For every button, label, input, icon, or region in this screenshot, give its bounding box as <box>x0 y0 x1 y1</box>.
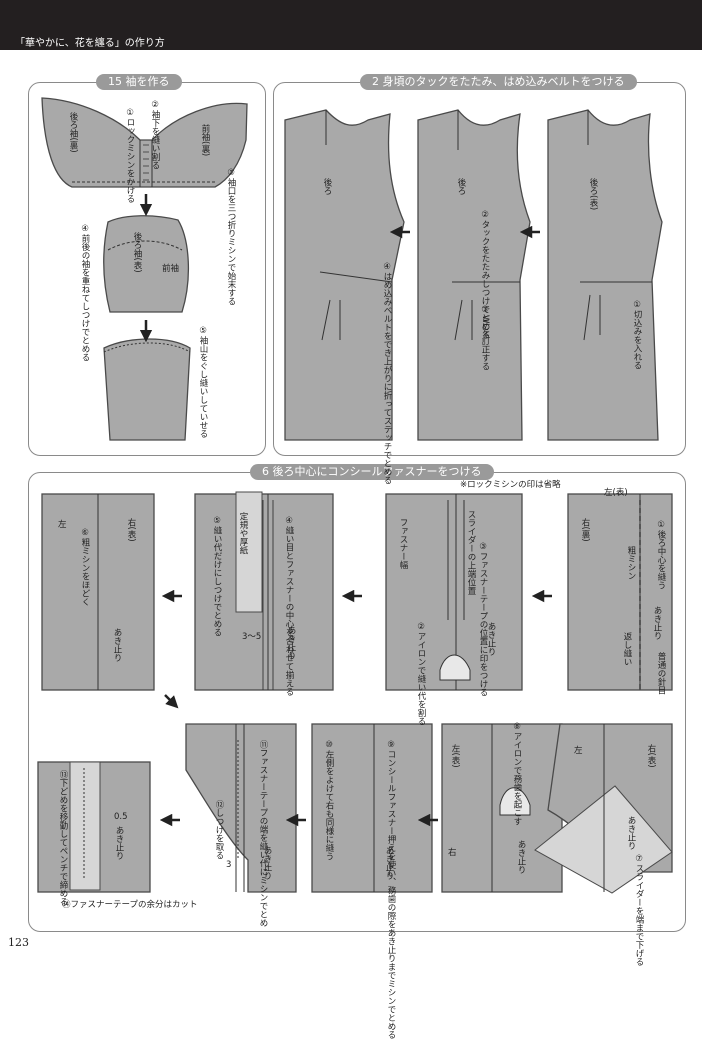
left-face-label: 左(表) <box>450 744 460 768</box>
front-sleeve-wrong-label: 前袖(裏) <box>200 124 210 157</box>
zipper-note: ※ロックミシンの印は省略 <box>460 480 561 490</box>
step-sleeve-5: ⑤袖山をぐし縫いしていせる <box>198 326 208 438</box>
opening-end-label-1: あき止り <box>652 606 662 640</box>
step-zipper-5: ⑤縫い代だけにしつけでとめる <box>212 516 222 637</box>
left-label-1: 左 <box>58 520 67 530</box>
opening-end-label-8: あき止り <box>262 846 272 880</box>
step-zipper-11: ⑪ファスナーテープの端を縫い代にミシンでとめ <box>258 740 268 927</box>
opening-end-label-7: あき止り <box>384 846 394 880</box>
opening-end-label-5: あき止り <box>626 816 636 850</box>
header-title: 「華やかに、花を纏る」の作り方 <box>15 38 165 49</box>
step-zipper-2: ②アイロンで縫い代を割る <box>416 622 426 726</box>
step-zipper-9: ⑨コンシールファスナー押えを使い、務歯の際をあき止りまでミシンでとめる <box>386 740 396 1039</box>
bodice-back-a-label: 後ろ <box>322 178 332 195</box>
opening-end-label-9: あき止り <box>114 826 124 860</box>
back-stitch-label: 返し縫い <box>622 632 632 666</box>
opening-end-label-2: あき止り <box>486 622 496 656</box>
back-sleeve-wrong-label: 後ろ袖(裏) <box>68 112 78 153</box>
slider-top-label: スライダーの上端位置 <box>466 510 476 595</box>
step-sleeve-2: ②袖下を縫い割る <box>150 100 160 170</box>
zipper-width-label: ファスナー幅 <box>398 518 408 569</box>
opening-end-label-6: あき止り <box>516 840 526 874</box>
right-wrong-label: 右(裏) <box>580 518 590 542</box>
step-tuck-1: ①切込みを入れる <box>632 300 642 370</box>
panel-tuck-title: 2 身頃のタックをたたみ、はめ込みベルトをつける <box>360 74 637 90</box>
right-label: 右 <box>448 848 457 858</box>
step-tuck-2: ②タックをたたみしつけでとめる <box>480 210 490 339</box>
step-zipper-12: ⑫しつけを取る <box>214 800 224 860</box>
page-number: 123 <box>8 936 29 949</box>
step-zipper-4: ④縫い目とファスナーの中心を合わせて揃える <box>284 516 294 696</box>
step-tuck-4: ④はめ込みベルトをでき上がりに折ってステッチでとめる <box>382 262 392 485</box>
bodice-back-b-label: 後ろ <box>456 178 466 195</box>
diagram-artwork <box>37 97 673 894</box>
step-sleeve-4: ④前後の袖を重ねてしつけでとめる <box>80 224 90 362</box>
step-zipper-14: ⑭ファスナーテープの余分はカット <box>62 900 198 910</box>
left-label-2: 左 <box>574 746 583 756</box>
step-zipper-7: ⑦スライダーを端まで下げる <box>634 854 644 966</box>
back-sleeve-right-label: 後ろ袖(表) <box>132 232 142 273</box>
step-zipper-13: ⑬下どめを移動してペンチで締める <box>58 770 68 906</box>
panel-zipper-title: 6 後ろ中心にコンシールファスナーをつける <box>250 464 494 480</box>
measure-3-5: 3～5 <box>242 632 262 642</box>
step-sleeve-3: ③袖口を三つ折りミシンで始末する <box>226 168 236 306</box>
measure-05: 0.5 <box>114 812 128 822</box>
step-zipper-1: ①後ろ中心を縫う <box>656 520 666 590</box>
front-sleeve-label: 前袖 <box>162 264 180 274</box>
coarse-stitch-label: 粗ミシン <box>626 546 636 580</box>
right-face-label-1: 右(表) <box>126 518 136 542</box>
measure-3: 3 <box>226 860 232 870</box>
panel-sleeve-title: 15 袖を作る <box>96 74 182 90</box>
right-face-label-2: 右(表) <box>646 744 656 768</box>
header-bar: 「華やかに、花を纏る」の作り方 <box>0 0 702 50</box>
step-zipper-3: ③ファスナーテープの位置に印をつける <box>478 542 488 697</box>
card-label: 定規や厚紙 <box>238 512 248 555</box>
normal-needle-label: 普通の針目 <box>656 652 666 695</box>
opening-end-label-3: あき止り <box>286 626 296 660</box>
opening-end-label-4: あき止り <box>112 628 122 662</box>
bodice-back-right-label: 後ろ(表) <box>588 178 598 211</box>
step-tuck-3: ③WLを訂正する <box>480 305 490 371</box>
step-zipper-8: ⑧アイロンで務歯を起こす <box>512 722 522 826</box>
step-zipper-6: ⑥粗ミシンをほどく <box>80 528 90 606</box>
step-zipper-10: ⑩左側をよけて右も同様に縫う <box>324 740 334 861</box>
left-right-side-label: 左(表) <box>604 488 628 498</box>
step-sleeve-1: ①ロックミシンをかける <box>125 108 135 203</box>
